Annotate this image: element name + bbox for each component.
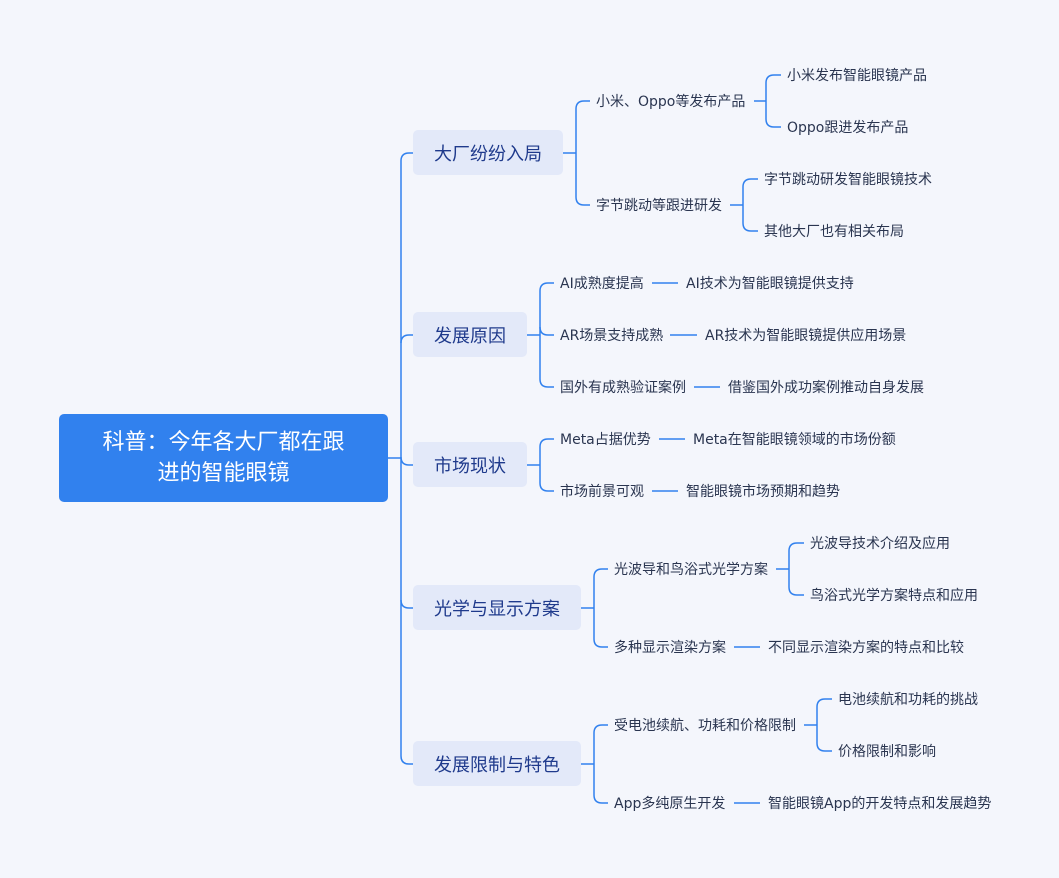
connector-line xyxy=(593,568,608,578)
subtopic[interactable]: 字节跳动等跟进研发 xyxy=(596,198,722,214)
subtopic[interactable]: AR场景支持成熟 xyxy=(560,328,664,344)
leaf-topic[interactable]: 小米发布智能眼镜产品 xyxy=(787,68,927,84)
branch-topic-label: 大厂纷纷入局 xyxy=(434,143,542,165)
connector-line xyxy=(593,794,608,804)
connector-line xyxy=(742,222,758,232)
connector-line xyxy=(575,196,590,206)
subtopic[interactable]: 光波导和鸟浴式光学方案 xyxy=(614,562,768,578)
branch-topic[interactable]: 发展限制与特色 xyxy=(413,741,581,786)
connector-line xyxy=(539,482,554,492)
leaf-topic[interactable]: 光波导技术介绍及应用 xyxy=(810,536,950,552)
leaf-topic[interactable]: 价格限制和影响 xyxy=(838,744,936,760)
branch-topic[interactable]: 光学与显示方案 xyxy=(413,585,581,630)
connector-line xyxy=(765,74,781,84)
leaf-topic[interactable]: 智能眼镜市场预期和趋势 xyxy=(686,484,840,500)
connector-line xyxy=(400,456,413,466)
branch-topic[interactable]: 市场现状 xyxy=(413,442,527,487)
subtopic[interactable]: AI成熟度提高 xyxy=(560,276,644,292)
connector-line xyxy=(539,282,554,292)
leaf-topic[interactable]: Meta在智能眼镜领域的市场份额 xyxy=(693,432,896,448)
leaf-topic[interactable]: 其他大厂也有相关布局 xyxy=(764,224,904,240)
leaf-topic[interactable]: 智能眼镜App的开发特点和发展趋势 xyxy=(768,796,992,812)
branch-topic-label: 发展原因 xyxy=(434,325,506,347)
root-topic[interactable]: 科普：今年各大厂都在跟 进的智能眼镜 xyxy=(59,414,388,502)
subtopic[interactable]: 多种显示渲染方案 xyxy=(614,640,726,656)
subtopic[interactable]: 受电池续航、功耗和价格限制 xyxy=(614,718,796,734)
subtopic[interactable]: 市场前景可观 xyxy=(560,484,644,500)
subtopic[interactable]: App多纯原生开发 xyxy=(614,796,726,812)
root-topic-line-2: 进的智能眼镜 xyxy=(157,461,290,486)
leaf-topic[interactable]: AR技术为智能眼镜提供应用场景 xyxy=(705,328,907,344)
connector-line xyxy=(539,438,554,448)
connector-line xyxy=(765,118,781,128)
leaf-topic[interactable]: 字节跳动研发智能眼镜技术 xyxy=(764,172,932,188)
connector-line xyxy=(816,698,832,708)
branch-topic-label: 发展限制与特色 xyxy=(434,754,560,776)
connector-line xyxy=(400,755,413,765)
connector-line xyxy=(400,599,413,609)
connector-line xyxy=(575,100,590,110)
connector-line xyxy=(400,152,413,162)
subtopic[interactable]: 小米、Oppo等发布产品 xyxy=(596,94,746,110)
connector-line xyxy=(816,742,832,752)
leaf-topic[interactable]: AI技术为智能眼镜提供支持 xyxy=(686,276,854,292)
connector-line xyxy=(593,638,608,648)
root-topic-line-1: 科普：今年各大厂都在跟 xyxy=(102,430,345,455)
connector-line xyxy=(539,326,554,336)
leaf-topic[interactable]: 鸟浴式光学方案特点和应用 xyxy=(810,588,978,604)
leaf-topic[interactable]: 电池续航和功耗的挑战 xyxy=(838,692,978,708)
connector-line xyxy=(742,178,758,188)
connector-line xyxy=(788,542,804,552)
branch-topic[interactable]: 大厂纷纷入局 xyxy=(413,130,563,175)
connector-line xyxy=(788,586,804,596)
subtopic[interactable]: Meta占据优势 xyxy=(560,432,651,448)
leaf-topic[interactable]: 借鉴国外成功案例推动自身发展 xyxy=(728,380,924,396)
subtopic[interactable]: 国外有成熟验证案例 xyxy=(560,380,686,396)
branch-topic[interactable]: 发展原因 xyxy=(413,312,527,357)
leaf-topic[interactable]: Oppo跟进发布产品 xyxy=(787,120,909,136)
connector-line xyxy=(593,724,608,734)
leaf-topic[interactable]: 不同显示渲染方案的特点和比较 xyxy=(768,640,964,656)
connector-line xyxy=(539,378,554,388)
connector-line xyxy=(400,334,413,344)
branch-topic-label: 市场现状 xyxy=(434,455,506,477)
branch-topic-label: 光学与显示方案 xyxy=(434,598,560,620)
